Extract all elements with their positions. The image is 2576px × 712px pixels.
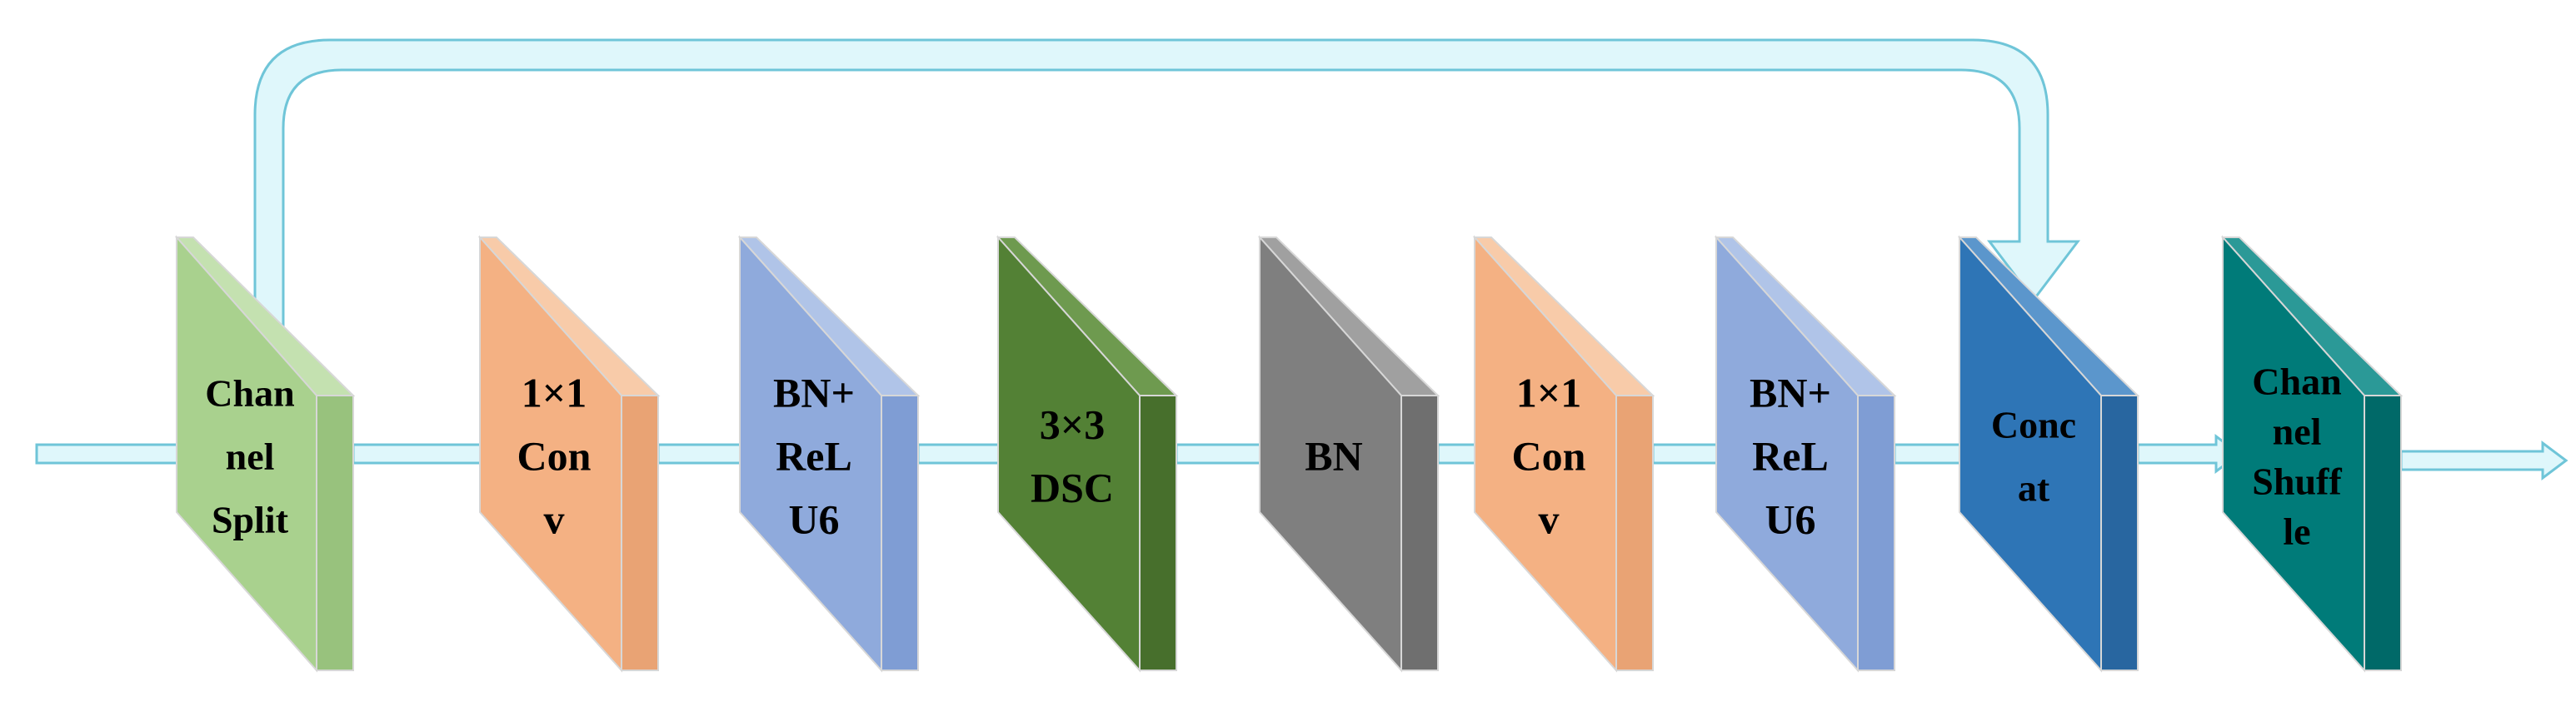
- conv-1x1-b-label-line: Con: [1512, 432, 1586, 479]
- blocks-layer: ChannelSplit1×1ConvBN+ReLU63×3DSCBN1×1Co…: [174, 235, 2404, 673]
- dsc-3x3-label-line: DSC: [1031, 464, 1114, 510]
- concat-block: Conc at: [1957, 235, 2140, 673]
- dsc-3x3-label-line: 3×3: [1040, 401, 1106, 447]
- bn-relu6-b-side-face: [1857, 395, 1895, 671]
- dsc-3x3-side-face: [1139, 395, 1177, 671]
- skip-connection-layer: [253, 38, 2081, 328]
- dsc-3x3-front-face: [997, 235, 1141, 673]
- bn-relu6-a-block: BN+ ReL U6: [737, 235, 921, 673]
- bn-front-face: [1259, 235, 1402, 673]
- bn-relu6-a-label-line: BN+: [773, 369, 855, 416]
- channel-shuffle-front-face: [2222, 235, 2365, 673]
- concat-side-face: [2100, 395, 2139, 671]
- bn-relu6-a-label-line: U6: [788, 495, 839, 542]
- conv-1x1-a-front-face: [479, 235, 622, 673]
- bn-relu6-b-front-face: [1715, 235, 1859, 673]
- channel-split-label-line: Split: [212, 499, 289, 541]
- channel-split-label-line: Chan: [205, 372, 294, 415]
- bn-side-face: [1400, 395, 1439, 671]
- channel-shuffle-label-line: nel: [2273, 411, 2322, 453]
- bn-relu6-b-label-line: BN+: [1750, 369, 1831, 416]
- bn-block: BN: [1257, 235, 1440, 673]
- conv-1x1-b-side-face: [1615, 395, 1654, 671]
- bn-relu6-b-label-line: ReL: [1752, 432, 1829, 479]
- channel-shuffle-side-face: [2364, 395, 2402, 671]
- concat-label-line: Conc: [1991, 404, 2076, 446]
- output-arrow: [2399, 441, 2569, 480]
- skip-connection-arrow: [253, 38, 2081, 328]
- bn-relu6-b-label-line: U6: [1765, 495, 1815, 542]
- channel-shuffle-label-line: Chan: [2252, 361, 2341, 403]
- channel-split-front-face: [176, 235, 317, 673]
- bn-relu6-a-front-face: [739, 235, 882, 673]
- conv-1x1-a-label-line: Con: [517, 432, 592, 479]
- bn-relu6-a-side-face: [881, 395, 919, 671]
- conv-1x1-a-side-face: [621, 395, 659, 671]
- channel-shuffle-label-line: Shuff: [2252, 461, 2342, 503]
- bn-relu6-b-block: BN+ ReL U6: [1714, 235, 1897, 673]
- channel-split-label-line: nel: [226, 436, 275, 478]
- bn-label-line: BN: [1305, 432, 1362, 479]
- conv-1x1-b-label-line: 1×1: [1516, 369, 1582, 416]
- concat-front-face: [1959, 235, 2102, 673]
- conv-1x1-a-label-line: 1×1: [522, 369, 587, 416]
- bn-relu6-a-label-line: ReL: [776, 432, 852, 479]
- concat-label-line: at: [2018, 467, 2050, 510]
- conv-1x1-b-label-line: v: [1539, 495, 1560, 542]
- channel-split-side-face: [316, 395, 354, 671]
- conv-1x1-a-label-line: v: [544, 495, 565, 542]
- channel-shuffle-label-line: le: [2283, 510, 2310, 553]
- conv-1x1-b-front-face: [1474, 235, 1617, 673]
